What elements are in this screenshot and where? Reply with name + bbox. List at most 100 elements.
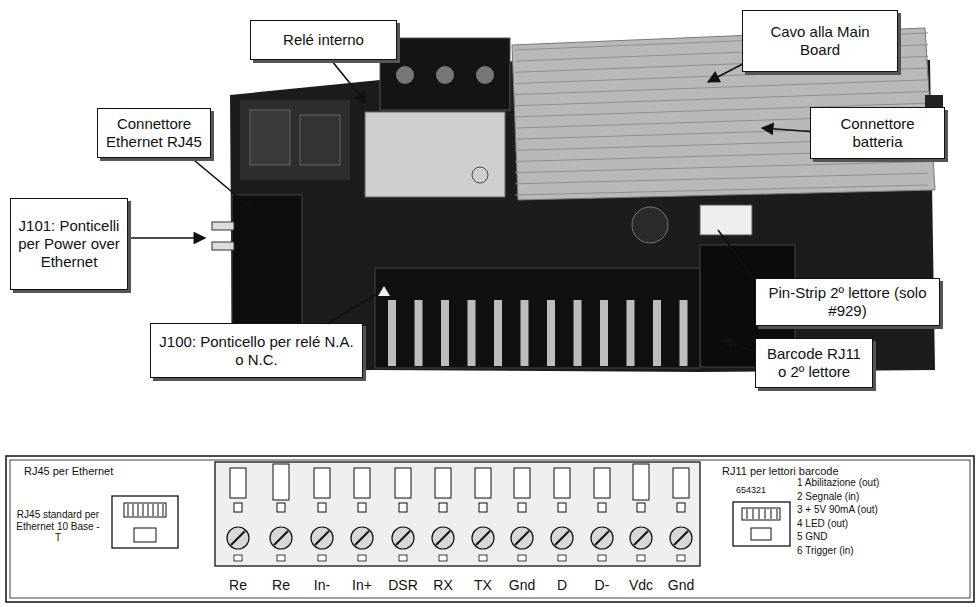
terminal-hole	[399, 503, 407, 512]
relay	[365, 112, 505, 197]
screw-slot	[634, 531, 648, 545]
terminal-tab	[475, 468, 491, 498]
screw-head	[511, 527, 533, 549]
terminal-marker	[439, 555, 447, 561]
screw-slot	[595, 531, 609, 545]
pin1-mark	[378, 286, 390, 296]
screw-slot	[231, 531, 245, 545]
terminal-marker	[277, 555, 285, 561]
callout-text: Connettore batteria	[818, 115, 937, 151]
terminal-hole	[558, 503, 566, 512]
contact-pin	[133, 504, 134, 516]
rj45-pins	[128, 504, 163, 516]
callout-box: Connettore batteria	[810, 107, 945, 159]
pin-strip	[700, 205, 752, 235]
callout-text: J100: Ponticello per relé N.A. o N.C.	[158, 333, 355, 369]
terminal-tab	[314, 468, 330, 498]
screw-head	[630, 527, 652, 549]
callout-box: Barcode RJ11 o 2º lettore	[755, 338, 873, 388]
callout-text: Pin-Strip 2º lettore (solo #929)	[763, 284, 932, 320]
terminal-label: D	[557, 577, 567, 593]
terminal-slot	[680, 300, 688, 366]
pin-label: 6 Trigger (in)	[797, 545, 854, 557]
terminal-tab	[594, 468, 610, 498]
j101-pin	[212, 242, 234, 250]
rj11-pins	[747, 509, 777, 519]
screw-slot	[315, 531, 329, 545]
panel-label: RJ45 standard per Ethernet 10 Base - T	[16, 509, 100, 544]
terminal-label: Re	[229, 577, 247, 593]
contact-pin	[158, 504, 159, 516]
terminal-slot	[441, 300, 449, 366]
terminal-slot	[627, 300, 635, 366]
terminal-label: Re	[272, 577, 290, 593]
leader-lines	[110, 50, 830, 358]
screw-slot	[355, 531, 369, 545]
terminal-tab	[435, 468, 451, 498]
terminal-hole	[234, 503, 242, 512]
screw-head	[311, 527, 333, 549]
terminal-hole	[518, 503, 526, 512]
screw-head	[227, 527, 249, 549]
terminal-marker	[598, 555, 606, 561]
contact-pin	[777, 509, 778, 519]
pin-label: 4 LED (out)	[797, 518, 848, 530]
terminal-tab	[273, 464, 289, 500]
contact-pin	[753, 509, 754, 519]
terminal-marker	[637, 555, 645, 561]
terminal-marker	[399, 555, 407, 561]
pin-label: 2 Segnale (in)	[797, 491, 859, 503]
terminal-label: TX	[474, 577, 492, 593]
screw-slot	[555, 531, 569, 545]
contact-pin	[163, 504, 164, 516]
chip	[250, 110, 290, 165]
chip	[300, 115, 340, 165]
ribbon-wire	[515, 162, 928, 173]
rj45-latch	[134, 528, 156, 542]
terminal-tab	[354, 468, 370, 498]
terminal-tab	[230, 468, 246, 498]
screw-slot	[396, 531, 410, 545]
terminal-marker	[234, 555, 242, 561]
terminal-slot	[653, 300, 661, 366]
callout-text: Barcode RJ11 o 2º lettore	[763, 345, 865, 381]
terminal-slot	[574, 300, 582, 366]
panel-label: RJ45 per Ethernet	[24, 465, 113, 478]
board-photo	[212, 28, 943, 372]
screw-head	[670, 527, 692, 549]
terminal-marker	[479, 555, 487, 561]
terminal-label: Gnd	[668, 577, 694, 593]
screw-head	[351, 527, 373, 549]
terminal-label: In-	[314, 577, 330, 593]
callout-box: Pin-Strip 2º lettore (solo #929)	[755, 278, 940, 326]
terminal-label: RX	[433, 577, 452, 593]
callout-text: J101: Ponticelli per Power over Ethernet	[18, 217, 120, 271]
terminal-marker	[318, 555, 326, 561]
rj11-jack	[733, 502, 790, 546]
contact-pin	[148, 504, 149, 516]
terminal-slot	[468, 300, 476, 366]
callout-text: Connettore Ethernet RJ45	[105, 115, 203, 151]
callout-text: Cavo alla Main Board	[750, 23, 890, 59]
pin-label: 5 GND	[797, 531, 828, 543]
terminal-block	[375, 268, 700, 368]
terminal-marker	[518, 555, 526, 561]
terminal-marker	[358, 555, 366, 561]
terminal-label: DSR	[388, 577, 418, 593]
panel-label: 654321	[736, 485, 766, 495]
screw-slot	[476, 531, 490, 545]
contact-pin	[128, 504, 129, 516]
screw-head	[472, 527, 494, 549]
callout-box: Connettore Ethernet RJ45	[97, 108, 211, 158]
terminal-slot	[547, 300, 555, 366]
relay-terminal	[380, 38, 510, 110]
ribbon-wire	[515, 185, 928, 195]
component	[632, 207, 668, 243]
callout-box: Cavo alla Main Board	[742, 10, 898, 72]
screw-head	[591, 527, 613, 549]
terminal-label: In+	[352, 577, 372, 593]
terminal-label: Gnd	[509, 577, 535, 593]
screw-slot	[274, 531, 288, 545]
terminal-marker	[677, 555, 685, 561]
connector-panel	[6, 456, 974, 602]
